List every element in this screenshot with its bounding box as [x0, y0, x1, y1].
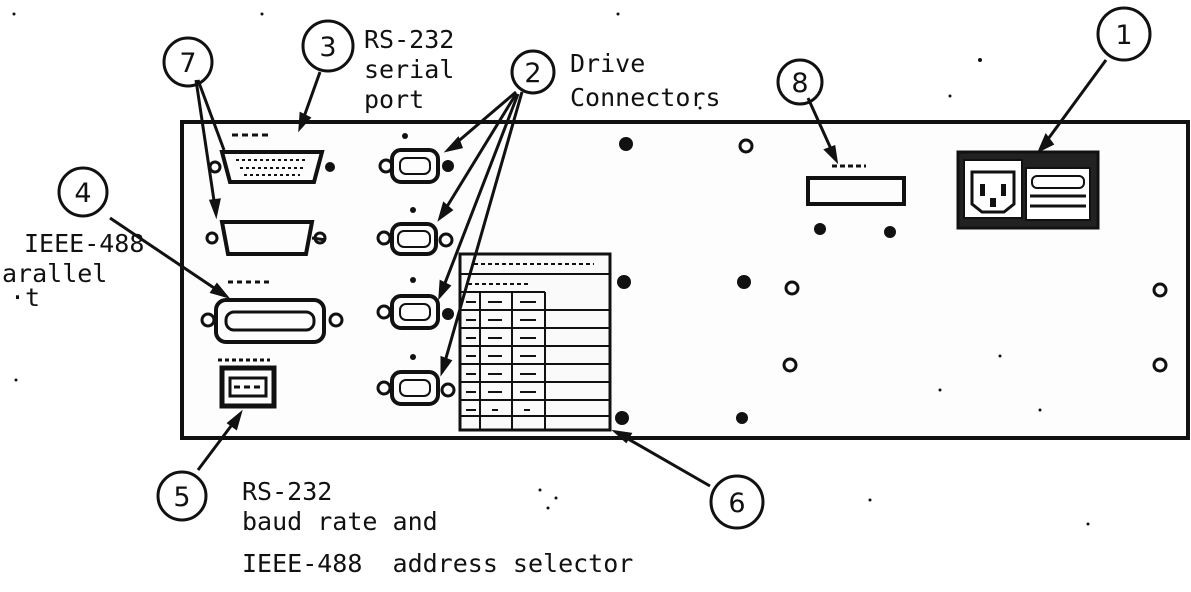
ieee488-connector: [200, 280, 344, 344]
ieee488-label-line2: arallel: [2, 259, 107, 288]
rs232-serial-port-label-line2: serial: [364, 55, 454, 84]
drive-connectors-label-line1: Drive: [570, 49, 645, 78]
callout-5-number: 5: [173, 482, 190, 513]
callout-7-number: 7: [179, 48, 196, 79]
selector-label-line1: RS-232: [242, 477, 332, 506]
selector-label-line2: baud rate and: [242, 507, 438, 536]
callout-3: 3: [301, 19, 355, 73]
ieee488-label-line1: IEEE-488: [24, 229, 144, 258]
callout-8-number: 8: [791, 68, 808, 99]
callout-1-number: 1: [1115, 20, 1132, 51]
drive-connector-1: [378, 133, 454, 184]
address-selector-switch: [218, 358, 277, 409]
power-entry-module: [956, 150, 1100, 230]
blank-connector-cover: [205, 220, 327, 256]
drive-connector-4: [376, 354, 456, 406]
rs232-serial-port-label-line1: RS-232: [364, 25, 454, 54]
leader-lines: [109, 59, 1108, 488]
drive-connector-2: [376, 207, 454, 256]
scan-noise: [12, 12, 1090, 526]
settings-table-label: [458, 252, 612, 432]
callout-6-number: 6: [728, 488, 745, 519]
serial-number-plate: [806, 164, 906, 206]
callout-6: 6: [709, 474, 765, 530]
callout-5: 5: [156, 470, 208, 522]
callout-7: 7: [162, 36, 214, 88]
drive-connector-3: [376, 277, 454, 330]
rs232-serial-port-label-line3: port: [364, 85, 424, 114]
callout-2: 2: [510, 49, 556, 95]
callout-1: 1: [1096, 6, 1152, 62]
callout-8: 8: [776, 58, 824, 106]
callout-2-number: 2: [524, 58, 541, 89]
callout-3-number: 3: [319, 32, 336, 63]
selector-label-line3: IEEE-488 address selector: [242, 549, 633, 578]
ieee488-label-line3: ·t: [10, 283, 40, 312]
drive-connectors-label-line2: Connectors: [570, 83, 721, 112]
callout-4-number: 4: [74, 178, 91, 209]
panel-screws: [615, 137, 1168, 425]
callout-4: 4: [57, 166, 109, 218]
